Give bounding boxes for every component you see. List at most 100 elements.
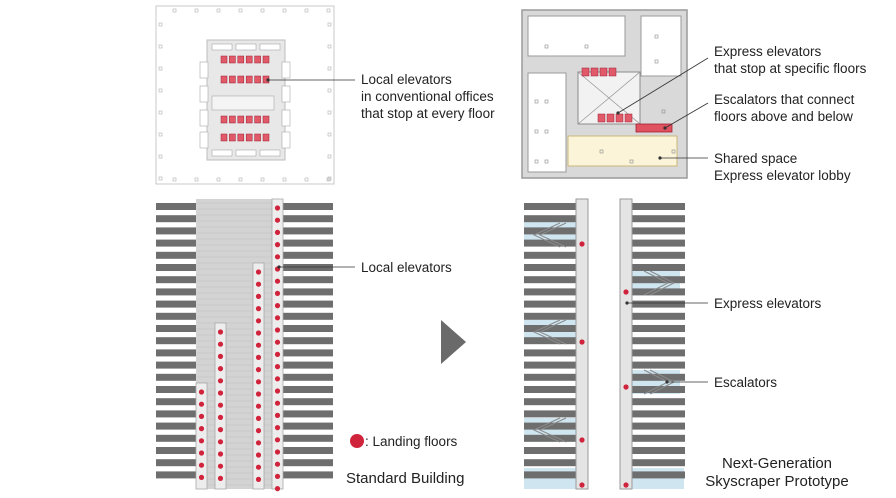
floor-slab	[524, 398, 576, 406]
column-marker	[544, 44, 549, 49]
landing-dot	[255, 342, 262, 348]
landing-dot	[198, 401, 205, 407]
landing-dot	[217, 390, 224, 396]
floor-slab	[632, 447, 685, 454]
core-room	[281, 61, 291, 79]
label-escalators: Escalators	[714, 375, 778, 390]
next-gen-section	[524, 198, 685, 490]
column-marker	[327, 66, 332, 71]
floor-slab	[278, 410, 333, 418]
landing-dot	[198, 438, 205, 444]
column-marker	[534, 159, 539, 164]
floor-slab	[632, 471, 685, 479]
column-marker	[158, 154, 163, 159]
title-standard-building: Standard Building	[346, 470, 465, 487]
escalator-icon	[643, 270, 676, 296]
landing-dot	[274, 327, 281, 333]
local-elevator-shafts	[195, 198, 284, 492]
floor-slab	[156, 398, 196, 406]
landing-dot	[579, 241, 585, 247]
landing-dot	[255, 318, 262, 324]
landing-dot	[623, 482, 629, 488]
floor-slab	[632, 251, 685, 259]
landing-dot	[198, 462, 205, 468]
floor-slab	[278, 373, 333, 381]
elevator-car	[220, 55, 228, 64]
landing-dot	[274, 364, 281, 370]
floor-slab	[278, 422, 333, 430]
floor-slab	[278, 447, 333, 454]
landing-dot	[274, 473, 281, 479]
floor-slab	[524, 251, 576, 259]
floor-slab	[278, 215, 333, 223]
floor-slab	[524, 215, 576, 223]
landing-dot	[274, 254, 281, 260]
landing-dot	[274, 376, 281, 382]
next-gen-floor-plan	[521, 9, 688, 179]
floor-slab	[278, 251, 333, 259]
floor-slab	[156, 312, 196, 320]
floor-slab	[632, 264, 685, 271]
floor-slab	[524, 361, 576, 369]
escalator-zone	[632, 468, 684, 489]
landing-dot	[217, 463, 224, 469]
column-marker	[661, 109, 666, 114]
column-marker	[654, 34, 659, 39]
core-room	[235, 149, 257, 157]
landing-dot	[579, 437, 585, 443]
core-room	[211, 43, 233, 51]
floor-slab	[632, 203, 685, 210]
landing-dot	[255, 415, 262, 421]
elevator-car	[254, 115, 261, 124]
floor-slab	[156, 276, 196, 284]
escalator-icon	[532, 222, 567, 248]
elevator-car	[254, 75, 261, 84]
floor-slab	[278, 471, 333, 479]
escalators	[532, 222, 676, 443]
landing-dot	[217, 439, 224, 445]
floor-slab	[156, 349, 196, 357]
floor-slab	[632, 312, 685, 320]
landing-dot	[217, 329, 224, 335]
landing-dot	[198, 426, 205, 432]
title-next-generation: Next-Generation Skyscraper Prototype	[705, 455, 849, 490]
floor-slab	[156, 337, 196, 345]
elevator-car	[220, 115, 228, 124]
column-marker	[327, 132, 332, 137]
column-marker	[260, 8, 265, 13]
floor-slab	[156, 361, 196, 369]
landing-dot	[274, 461, 281, 467]
landing-dot	[274, 486, 281, 492]
column-marker	[158, 88, 163, 93]
landing-dot	[255, 269, 262, 275]
landing-dot	[255, 354, 262, 360]
core-room	[235, 43, 257, 51]
floor-slab	[156, 215, 196, 223]
elevator-car	[245, 115, 253, 124]
landing-dot	[274, 449, 281, 455]
landing-dot	[255, 452, 262, 458]
floor-slab	[632, 398, 685, 406]
core-room	[281, 109, 291, 127]
landing-dot	[217, 414, 224, 420]
column-marker	[238, 177, 243, 182]
label-shared-space: Shared space Express elevator lobby	[714, 151, 851, 183]
floor-slab	[278, 325, 333, 332]
floor-slab	[156, 386, 196, 393]
elevator-car	[608, 67, 617, 77]
core-room	[199, 131, 209, 149]
landing-dot	[274, 400, 281, 406]
floor-slab	[632, 276, 685, 284]
floor-slab	[632, 215, 685, 223]
landing-dot	[255, 281, 262, 287]
floor-slab	[278, 337, 333, 345]
column-marker	[326, 8, 331, 13]
landing-dot	[274, 217, 281, 223]
floor-slab	[632, 349, 685, 357]
core-room	[281, 131, 291, 149]
floor-slab	[524, 300, 576, 308]
landing-dot	[274, 339, 281, 345]
floor-slab	[156, 434, 196, 442]
floor-slab	[156, 471, 196, 479]
landing-dot	[274, 425, 281, 431]
